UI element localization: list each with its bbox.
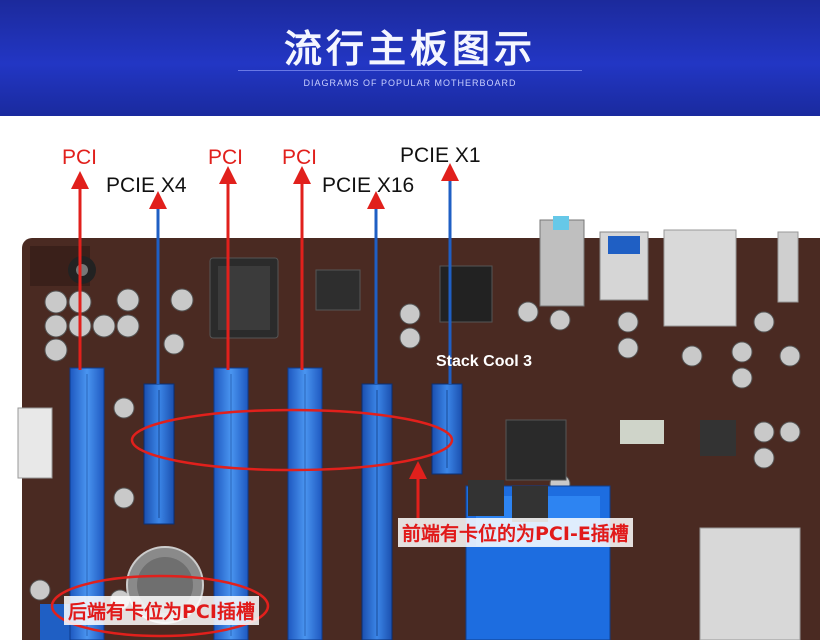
pointer-arrows	[71, 163, 459, 518]
label-pcie-x1: PCIE X1	[400, 144, 481, 167]
label-pcie-x4: PCIE X4	[106, 174, 187, 197]
pcie-slot-note: 前端有卡位的为PCI-E插槽	[398, 518, 633, 547]
label-pci-2: PCI	[208, 146, 244, 169]
pci-latch-ellipse	[50, 574, 270, 638]
label-pci-3: PCI	[282, 146, 318, 169]
highlight-ellipses	[50, 408, 454, 638]
pcie-latch-ellipse	[130, 408, 454, 472]
title-divider	[238, 70, 582, 71]
label-pcie-x16: PCIE X16	[322, 174, 415, 197]
label-stack-cool: Stack Cool 3	[436, 353, 533, 370]
page-title: 流行主板图示	[283, 27, 536, 71]
label-pci-1: PCI	[62, 146, 98, 169]
pci-slots	[69, 367, 323, 640]
header-banner: 流行主板图示 DIAGRAMS OF POPULAR MOTHERBOARD	[0, 0, 820, 116]
pci-slot-note: 后端有卡位为PCI插槽	[64, 596, 259, 625]
pcie-slots	[143, 383, 463, 640]
page-subtitle: DIAGRAMS OF POPULAR MOTHERBOARD	[303, 78, 517, 88]
